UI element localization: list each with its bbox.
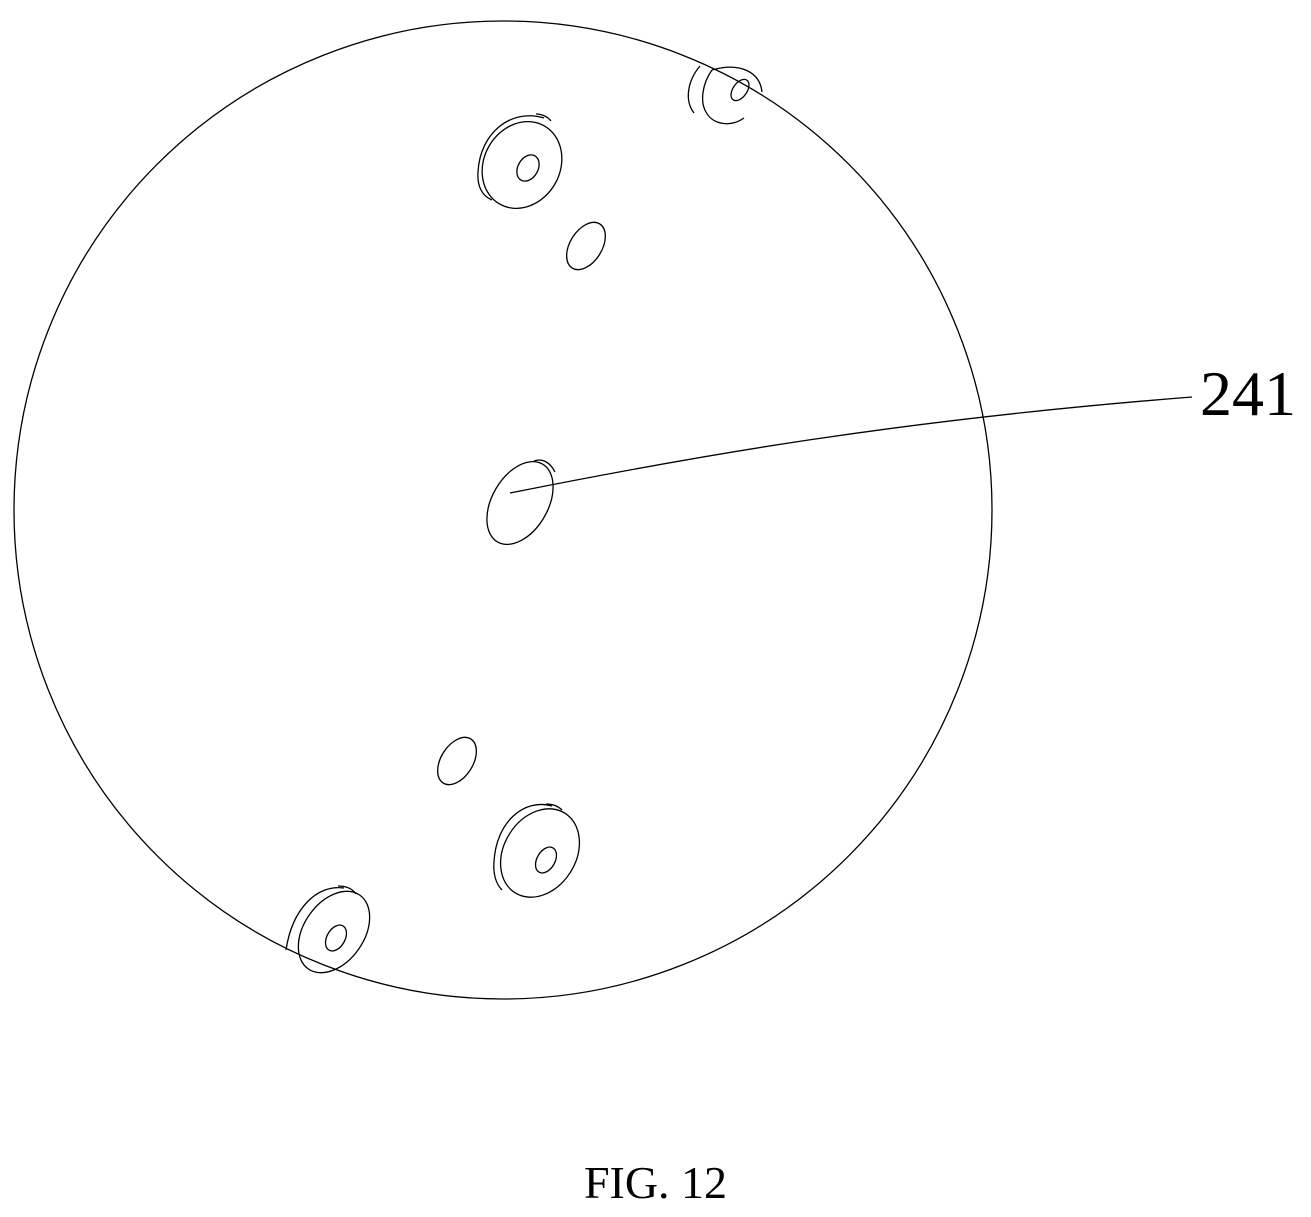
reference-numeral-241: 241 (1200, 362, 1296, 426)
disc-outline (14, 21, 992, 999)
hole-lower (430, 730, 485, 791)
figure-caption: FIG. 12 (0, 1160, 1311, 1206)
boss-bottom-left (284, 878, 385, 986)
boss-upper (467, 107, 578, 223)
hole-upper (559, 215, 614, 276)
leader-line-241 (510, 397, 1192, 493)
boss-center (473, 450, 566, 556)
boss-lower (485, 794, 596, 912)
